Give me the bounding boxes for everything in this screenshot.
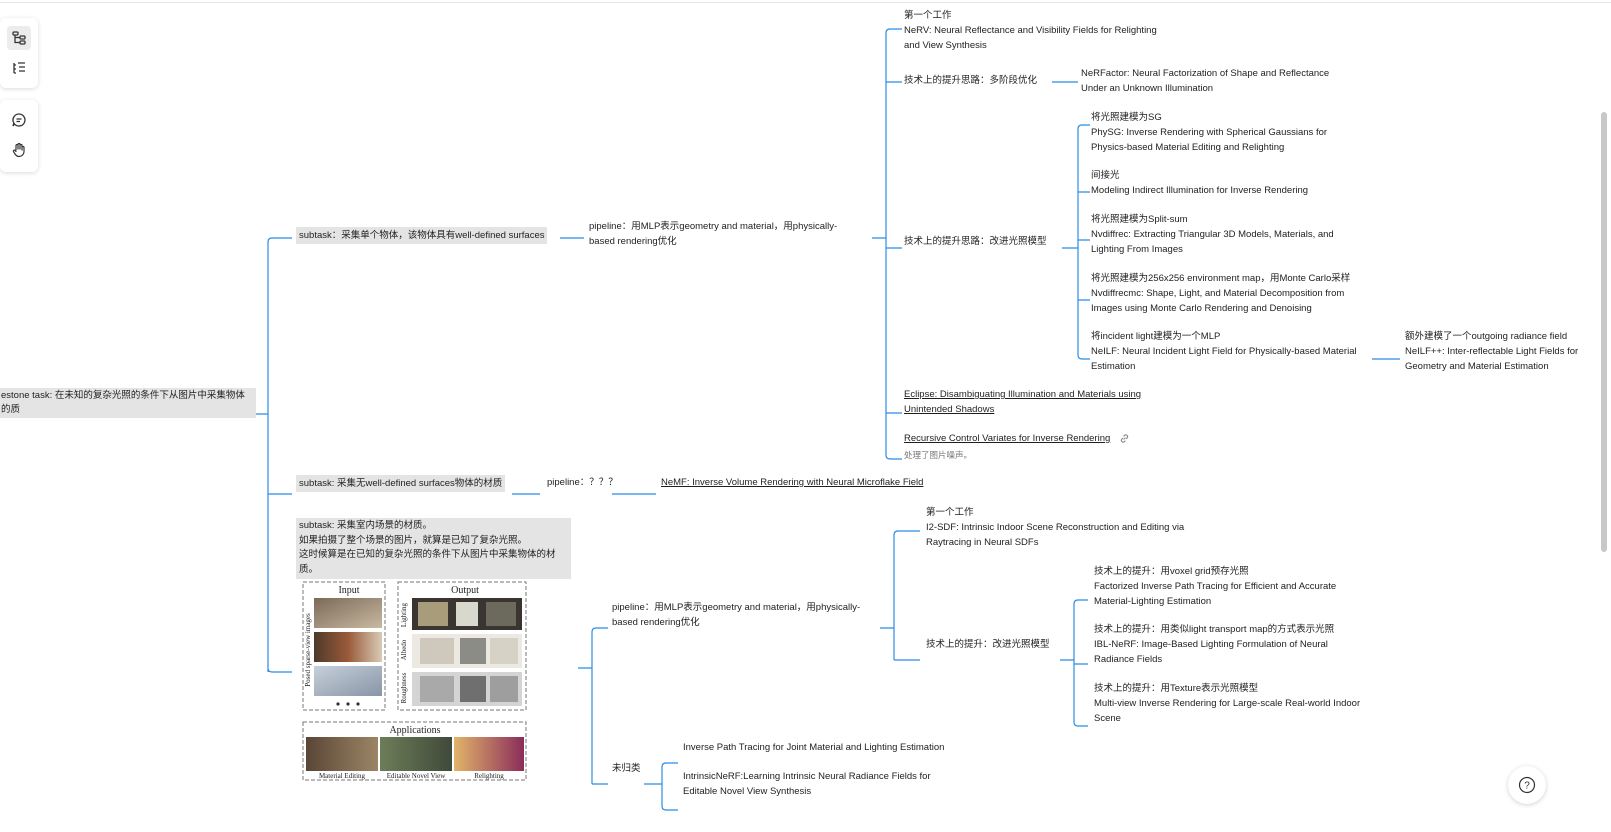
figure-app-label: Editable Novel View <box>387 772 446 780</box>
outline-view-button[interactable] <box>7 56 31 80</box>
top-border <box>0 0 1611 3</box>
figure-side-label: Posed sparse-view images <box>304 613 312 687</box>
view-toolbar <box>0 18 38 88</box>
figure-row-label: Lighting <box>400 602 408 627</box>
improve-multistage-node[interactable]: 技术上的提升思路：多阶段优化 <box>904 75 1038 86</box>
improve-lighting-node[interactable]: 技术上的提升思路：改进光照模型 <box>904 236 1047 247</box>
paper-i2sdf[interactable]: I2-SDF: Intrinsic Indoor Scene Reconstru… <box>926 522 1185 548</box>
light-item-tag: 将光照建模为SG <box>1091 112 1162 123</box>
paper-nvdiffrecmc[interactable]: Nvdiffrecmc: Shape, Light, and Material … <box>1091 288 1345 314</box>
paper-fipt[interactable]: Factorized Inverse Path Tracing for Effi… <box>1094 581 1337 607</box>
paper-ibl-nerf[interactable]: IBL-NeRF: Image-Based Lighting Formulati… <box>1094 639 1328 665</box>
paper-indirect-illumination[interactable]: Modeling Indirect Illumination for Inver… <box>1091 185 1309 196</box>
root-node[interactable]: estone task: 在未知的复杂光照的条件下从图片中采集物体的质 <box>0 388 256 418</box>
figure-app-label: Relighting <box>474 772 504 780</box>
unsorted-node[interactable]: 未归类 <box>612 763 641 774</box>
light-item-tag: 技术上的提升：用Texture表示光照模型 <box>1094 683 1259 694</box>
light-item-tag: 技术上的提升：用类似light transport map的方式表示光照 <box>1094 624 1335 635</box>
light-item-tag: 间接光 <box>1091 170 1120 181</box>
paper-neilf[interactable]: NeILF: Neural Incident Light Field for P… <box>1091 346 1357 372</box>
paper-neilfpp[interactable]: NeILF++: Inter-reflectable Light Fields … <box>1405 346 1579 372</box>
help-button[interactable]: ? <box>1508 766 1546 804</box>
paper-recursive-link[interactable]: Recursive Control Variates for Inverse R… <box>904 433 1111 444</box>
figure-app-label: Material Editing <box>319 772 366 780</box>
subtask-indoor-scene[interactable]: subtask: 采集室内场景的材质。 如果拍摄了整个场景的图片，就算是已知了复… <box>296 518 571 579</box>
subtask-no-surface[interactable]: subtask: 采集无well-defined surfaces物体的材质 <box>296 475 506 492</box>
subtask-single-object[interactable]: subtask：采集单个物体，该物体具有well-defined surface… <box>296 227 548 244</box>
figure-applications-label: Applications <box>389 725 440 736</box>
indoor-scene-figure: Input Output Posed sparse-view images Li… <box>300 580 530 785</box>
paper-nerv[interactable]: NeRV: Neural Reflectance and Visibility … <box>904 25 1157 51</box>
first-work-tag: 第一个工作 <box>904 10 952 21</box>
figure-input-label: Input <box>338 585 359 596</box>
first-work-tag: 第一个工作 <box>926 507 974 518</box>
link-icon[interactable] <box>1119 433 1130 444</box>
light-item-tag: 技术上的提升：用voxel grid预存光照 <box>1094 566 1249 577</box>
paper-nerfactor[interactable]: NeRFactor: Neural Factorization of Shape… <box>1081 68 1330 94</box>
paper-inverse-path-tracing[interactable]: Inverse Path Tracing for Joint Material … <box>683 742 945 753</box>
outline-icon <box>13 62 25 74</box>
paper-nvdiffrec[interactable]: Nvdiffrec: Extracting Triangular 3D Mode… <box>1091 229 1334 255</box>
figure-row-label: Albedo <box>400 639 408 660</box>
pipeline-node-3[interactable]: pipeline：用MLP表示geometry and material，用ph… <box>612 602 861 628</box>
improve-lighting-node-3[interactable]: 技术上的提升：改进光照模型 <box>926 639 1050 650</box>
help-icon: ? <box>1518 776 1536 794</box>
paper-intrinsicnerf[interactable]: IntrinsicNeRF:Learning Intrinsic Neural … <box>683 771 931 797</box>
mindmap-icon <box>12 31 26 45</box>
neilfpp-tag: 额外建模了一个outgoing radiance field <box>1405 331 1568 342</box>
paper-physg[interactable]: PhySG: Inverse Rendering with Spherical … <box>1091 127 1328 153</box>
pipeline-node-2[interactable]: pipeline：？？？ <box>547 477 618 488</box>
hand-icon <box>12 142 25 158</box>
pipeline-node-1[interactable]: pipeline：用MLP表示geometry and material，用ph… <box>589 221 838 247</box>
svg-text:?: ? <box>1524 781 1530 792</box>
paper-nemf-link[interactable]: NeMF: Inverse Volume Rendering with Neur… <box>661 477 924 488</box>
figure-row-label: Roughness <box>400 672 408 703</box>
action-toolbar <box>0 100 38 172</box>
paper-eclipse-link[interactable]: Eclipse: Disambiguating Illumination and… <box>904 389 1142 415</box>
vertical-scrollbar[interactable] <box>1601 112 1607 552</box>
light-item-tag: 将光照建模为Split-sum <box>1091 214 1188 225</box>
recursive-note: 处理了图片噪声。 <box>904 450 973 460</box>
figure-output-label: Output <box>451 585 479 596</box>
mindmap-view-button[interactable] <box>7 26 31 50</box>
comment-button[interactable] <box>7 108 31 132</box>
paper-multiview-inverse-rendering[interactable]: Multi-view Inverse Rendering for Large-s… <box>1094 698 1361 724</box>
light-item-tag: 将光照建模为256x256 environment map，用Monte Car… <box>1091 273 1351 284</box>
comment-icon <box>12 113 26 127</box>
light-item-tag: 将incident light建模为一个MLP <box>1091 331 1221 342</box>
hand-tool-button[interactable] <box>7 138 31 162</box>
